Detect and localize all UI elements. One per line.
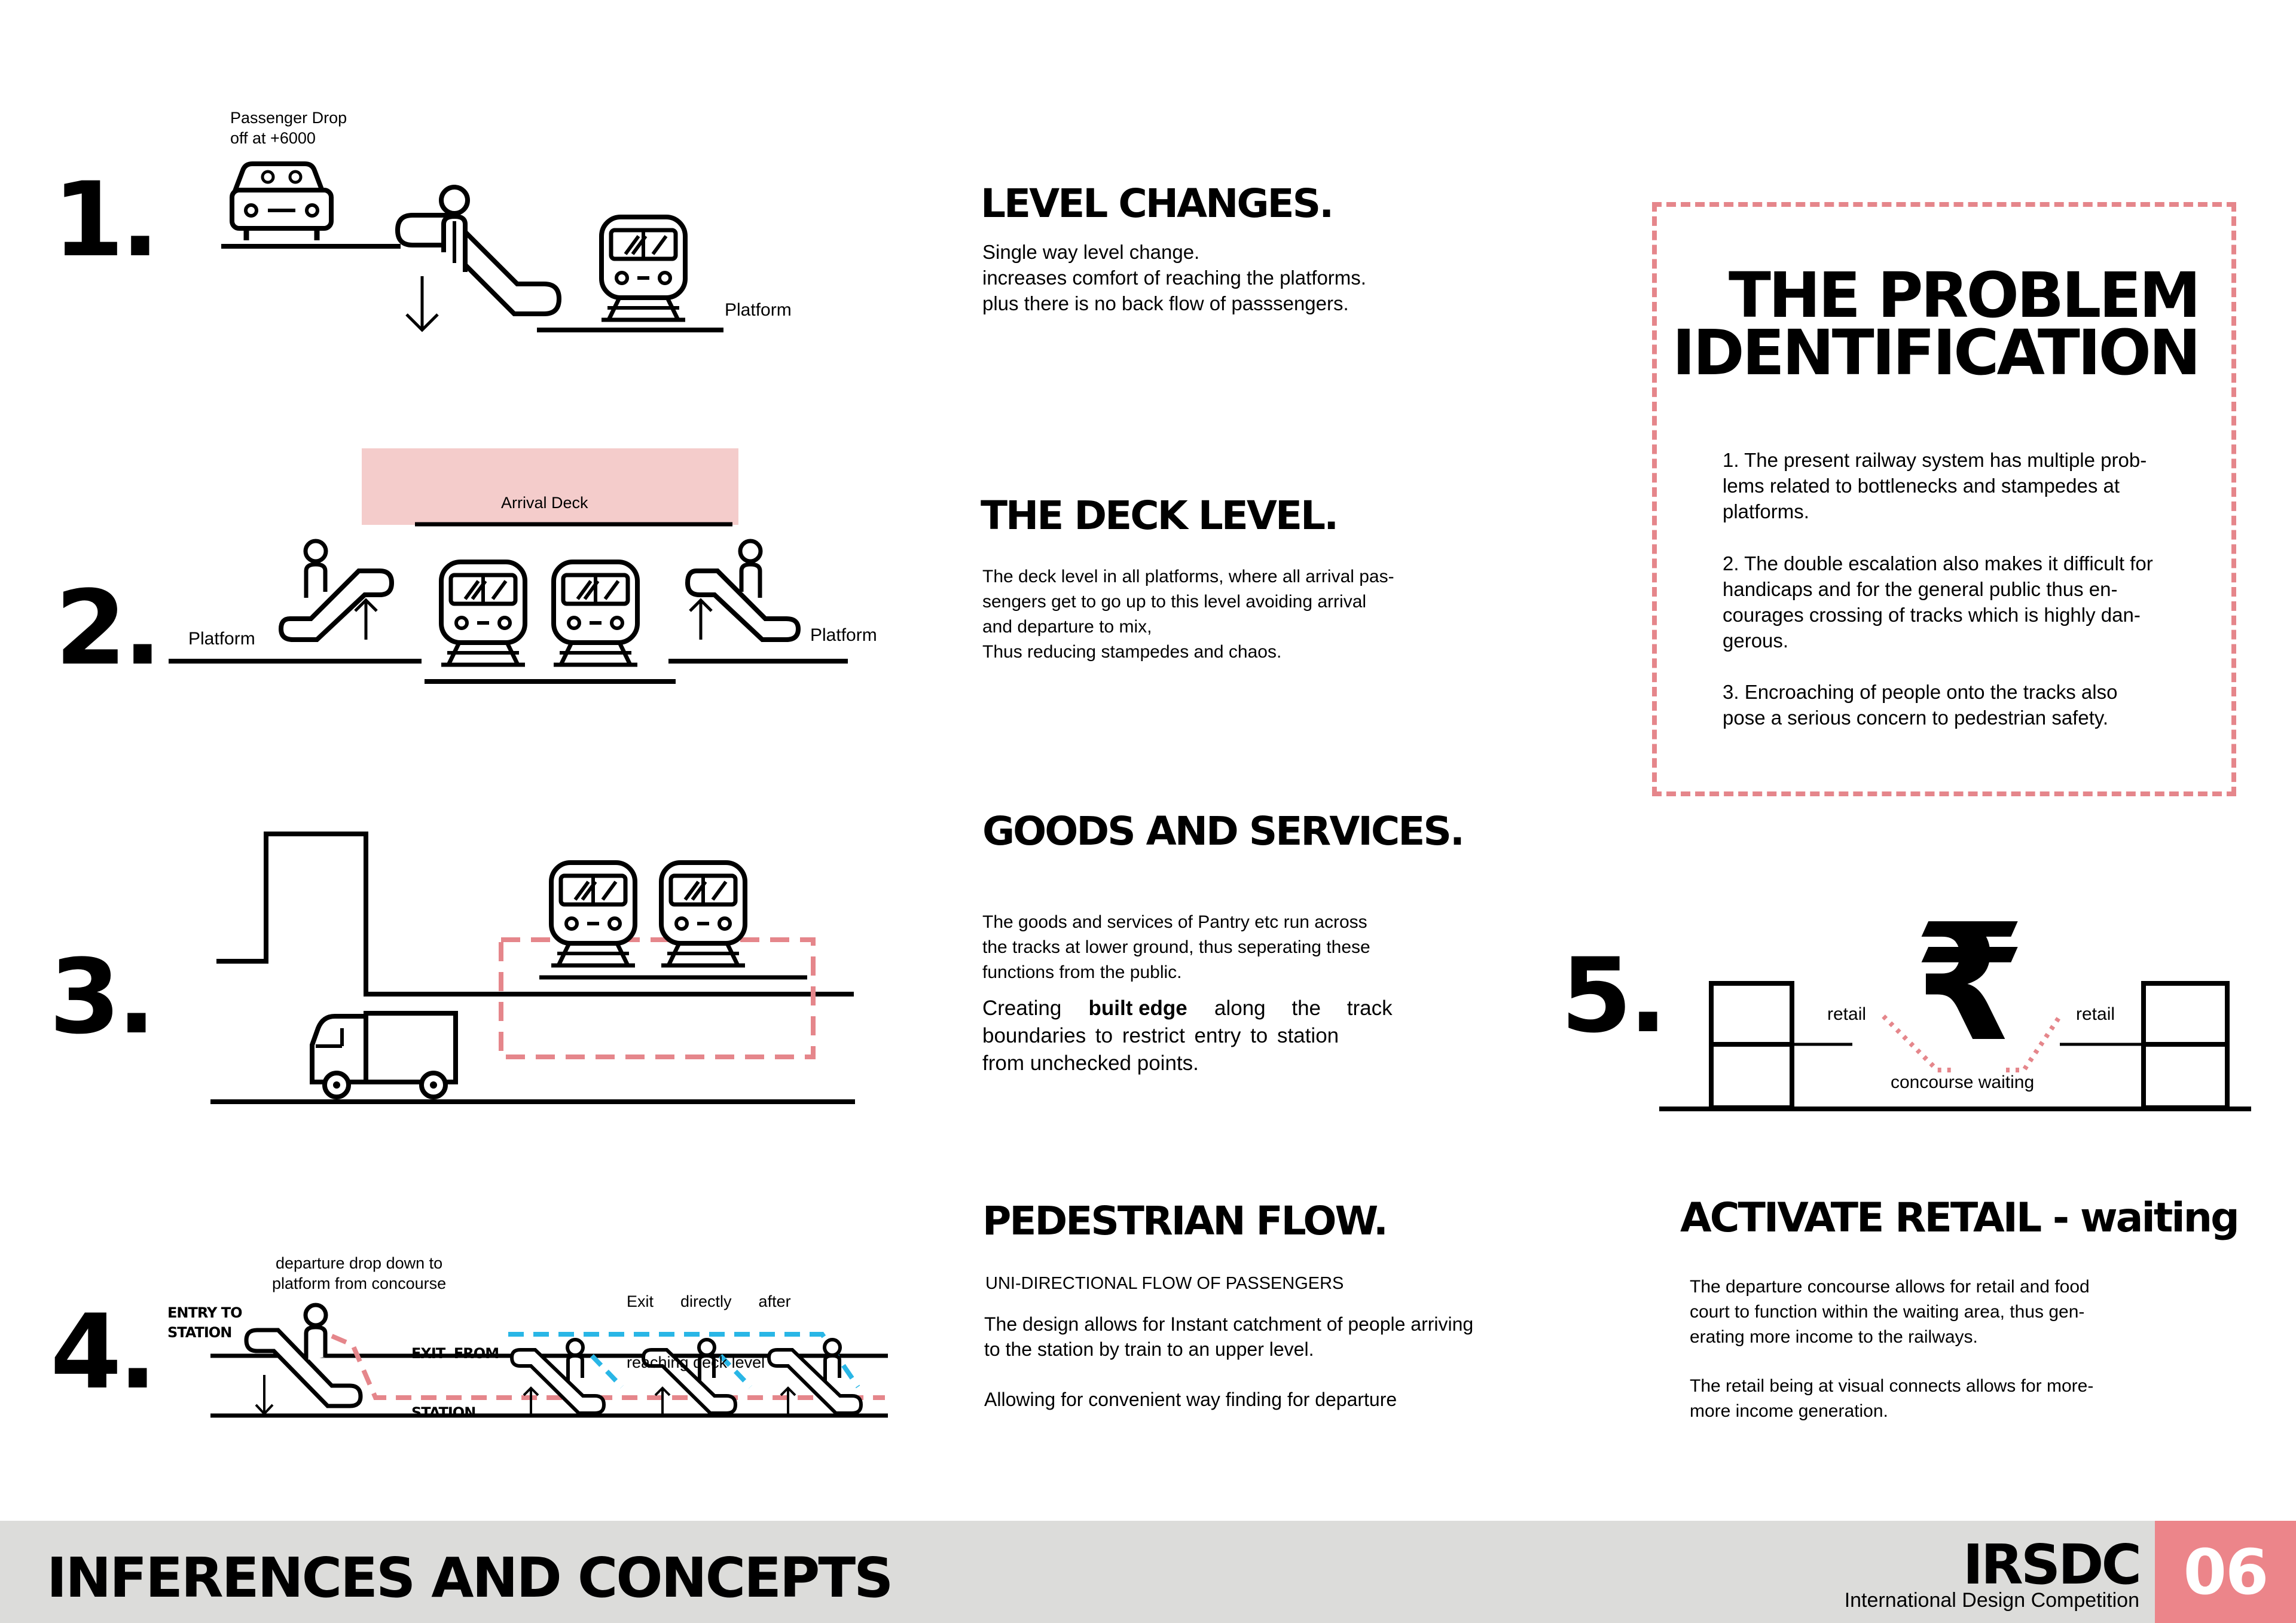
goods-services-line: functions from the public. (982, 962, 1182, 982)
para2-after: along the track (1214, 995, 1400, 1022)
section5-diagram (1659, 981, 2251, 1111)
goods-services-para2-line1: Creating built edge along the track (982, 995, 1400, 1022)
car-icon (230, 161, 334, 240)
problem-line: platforms. (1723, 500, 1809, 522)
arrival-deck-label: Arrival Deck (501, 494, 588, 512)
section3-diagram (210, 832, 855, 1104)
level-changes-line: increases comfort of reaching the platfo… (982, 267, 1366, 289)
pedestrian-flow-line: to the station by train to an upper leve… (984, 1338, 1314, 1360)
goods-services-para2: Creating built edge along the track boun… (982, 995, 1400, 1077)
brand-subtitle: International Design Competition (1844, 1589, 2139, 1612)
activate-retail-line: The retail being at visual connects allo… (1690, 1376, 2094, 1396)
deck-level-line: sengers get to go up to this level avoid… (982, 592, 1367, 612)
para2-before: Creating (982, 997, 1062, 1020)
goods-services-para2-line2: boundaries to restrict entry to station (982, 1024, 1339, 1047)
problem-line: handicaps and for the general public thu… (1723, 578, 2118, 600)
exit-directly-label: Exit directly after reaching deck level (627, 1251, 791, 1393)
activate-retail-line: court to function within the waiting are… (1690, 1302, 2085, 1322)
exit-directly-line2: reaching deck level (627, 1353, 765, 1371)
activate-retail-para2: The retail being at visual connects allo… (1690, 1374, 2093, 1424)
deck-level-line: Thus reducing stampedes and chaos. (982, 642, 1282, 662)
level-changes-line: Single way level change. (982, 241, 1200, 263)
platform-right-label: Platform (810, 625, 877, 645)
section2-number: 2. (55, 568, 162, 688)
drop-off-label-line1: Passenger Drop (230, 109, 347, 127)
problem-title-line2: IDENTIFICATION (1672, 316, 2201, 389)
retail-left-label: retail (1827, 1004, 1867, 1024)
problem-identification-box: THE PROBLEM IDENTIFICATION 1. The presen… (1652, 202, 2236, 796)
platform-label: Platform (725, 300, 792, 320)
footer-title: INFERENCES AND CONCEPTS (47, 1546, 893, 1610)
deck-level-line: and departure to mix, (982, 617, 1152, 637)
problem-item-1: 1. The present railway system has multip… (1723, 447, 2177, 524)
entry-to-station-label: ENTRY TO STATION (167, 1303, 243, 1343)
entry-line2: STATION (167, 1324, 232, 1341)
section1-number: 1. (53, 160, 160, 280)
activate-retail-line: The departure concourse allows for retai… (1690, 1277, 2090, 1297)
departure-drop-line1: departure drop down to (275, 1254, 443, 1272)
exit-from-line1: EXIT FROM (411, 1345, 499, 1362)
activate-retail-para1: The departure concourse allows for retai… (1690, 1274, 2090, 1350)
problem-title: THE PROBLEM IDENTIFICATION (1672, 259, 2201, 389)
deck-level-line: The deck level in all platforms, where a… (982, 567, 1394, 586)
built-edge-bold: built edge (1088, 997, 1187, 1020)
goods-services-title: GOODS AND SERVICES. (982, 808, 1465, 854)
activate-retail-line: erating more income to the railways. (1690, 1327, 1978, 1347)
problem-item-2: 2. The double escalation also makes it d… (1723, 551, 2177, 653)
level-changes-text: Single way level change. increases comfo… (982, 239, 1366, 316)
problem-line: lems related to bottlenecks and stampede… (1723, 475, 2120, 497)
pedestrian-flow-para2: Allowing for convenient way finding for … (984, 1389, 1397, 1410)
section2-diagram (169, 448, 848, 684)
goods-services-line: The goods and services of Pantry etc run… (982, 912, 1367, 932)
pedestrian-flow-line: The design allows for Instant catchment … (984, 1313, 1474, 1335)
section4-number: 4. (50, 1292, 157, 1412)
rupee-icon: ₹ (1913, 889, 2026, 1077)
problem-line: 3. Encroaching of people onto the tracks… (1723, 681, 2118, 703)
activate-retail-line: more income generation. (1690, 1401, 1888, 1421)
para2-after-text: along the track (1214, 997, 1393, 1020)
entry-line1: ENTRY TO (167, 1304, 243, 1321)
footer-bar: INFERENCES AND CONCEPTS IRSDC Internatio… (0, 1521, 2296, 1623)
brand-name: IRSDC (1962, 1533, 2142, 1597)
problem-item-3: 3. Encroaching of people onto the tracks… (1723, 679, 2177, 730)
drop-off-label-line2: off at +6000 (230, 129, 316, 147)
departure-drop-label: departure drop down to platform from con… (272, 1253, 446, 1294)
exit-from-line2: STATION (411, 1404, 476, 1421)
pedestrian-flow-subtitle: UNI-DIRECTIONAL FLOW OF PASSENGERS (985, 1274, 1344, 1293)
truck-icon (310, 1011, 458, 1099)
activate-retail-title: ACTIVATE RETAIL - waiting (1680, 1194, 2240, 1242)
section1-diagram (221, 161, 723, 332)
departure-drop-line2: platform from concourse (272, 1274, 447, 1292)
goods-services-line: the tracks at lower ground, thus seperat… (982, 937, 1370, 957)
problem-line: pose a serious concern to pedestrian saf… (1723, 707, 2109, 729)
concourse-waiting-label: concourse waiting (1891, 1072, 2035, 1092)
problem-line: gerous. (1723, 629, 1789, 652)
level-changes-title: LEVEL CHANGES. (981, 181, 1334, 227)
problem-line: 1. The present railway system has multip… (1723, 449, 2147, 471)
deck-level-text: The deck level in all platforms, where a… (982, 564, 1394, 665)
section4-diagram (210, 1303, 888, 1418)
platform-left-label: Platform (188, 629, 255, 649)
deck-level-title: THE DECK LEVEL. (981, 493, 1339, 539)
goods-services-para2-line3: from unchecked points. (982, 1052, 1199, 1075)
retail-right-label: retail (2076, 1004, 2115, 1024)
problem-line: courages crossing of tracks which is hig… (1723, 604, 2141, 626)
exit-from-station-label: EXIT FROM STATION (411, 1304, 499, 1442)
exit-directly-line1: Exit directly after (627, 1292, 791, 1310)
section5-number: 5. (1561, 936, 1668, 1056)
level-changes-line: plus there is no back flow of passsenger… (982, 292, 1349, 314)
goods-services-para1: The goods and services of Pantry etc run… (982, 910, 1370, 985)
pedestrian-flow-title: PEDESTRIAN FLOW. (982, 1198, 1388, 1244)
pedestrian-flow-para1: The design allows for Instant catchment … (984, 1312, 1473, 1362)
problem-line: 2. The double escalation also makes it d… (1723, 552, 2153, 574)
section3-number: 3. (49, 937, 156, 1057)
page-number: 06 (2155, 1521, 2296, 1623)
drop-off-label: Passenger Drop off at +6000 (230, 108, 347, 148)
problem-title-line1: THE PROBLEM (1728, 259, 2201, 332)
